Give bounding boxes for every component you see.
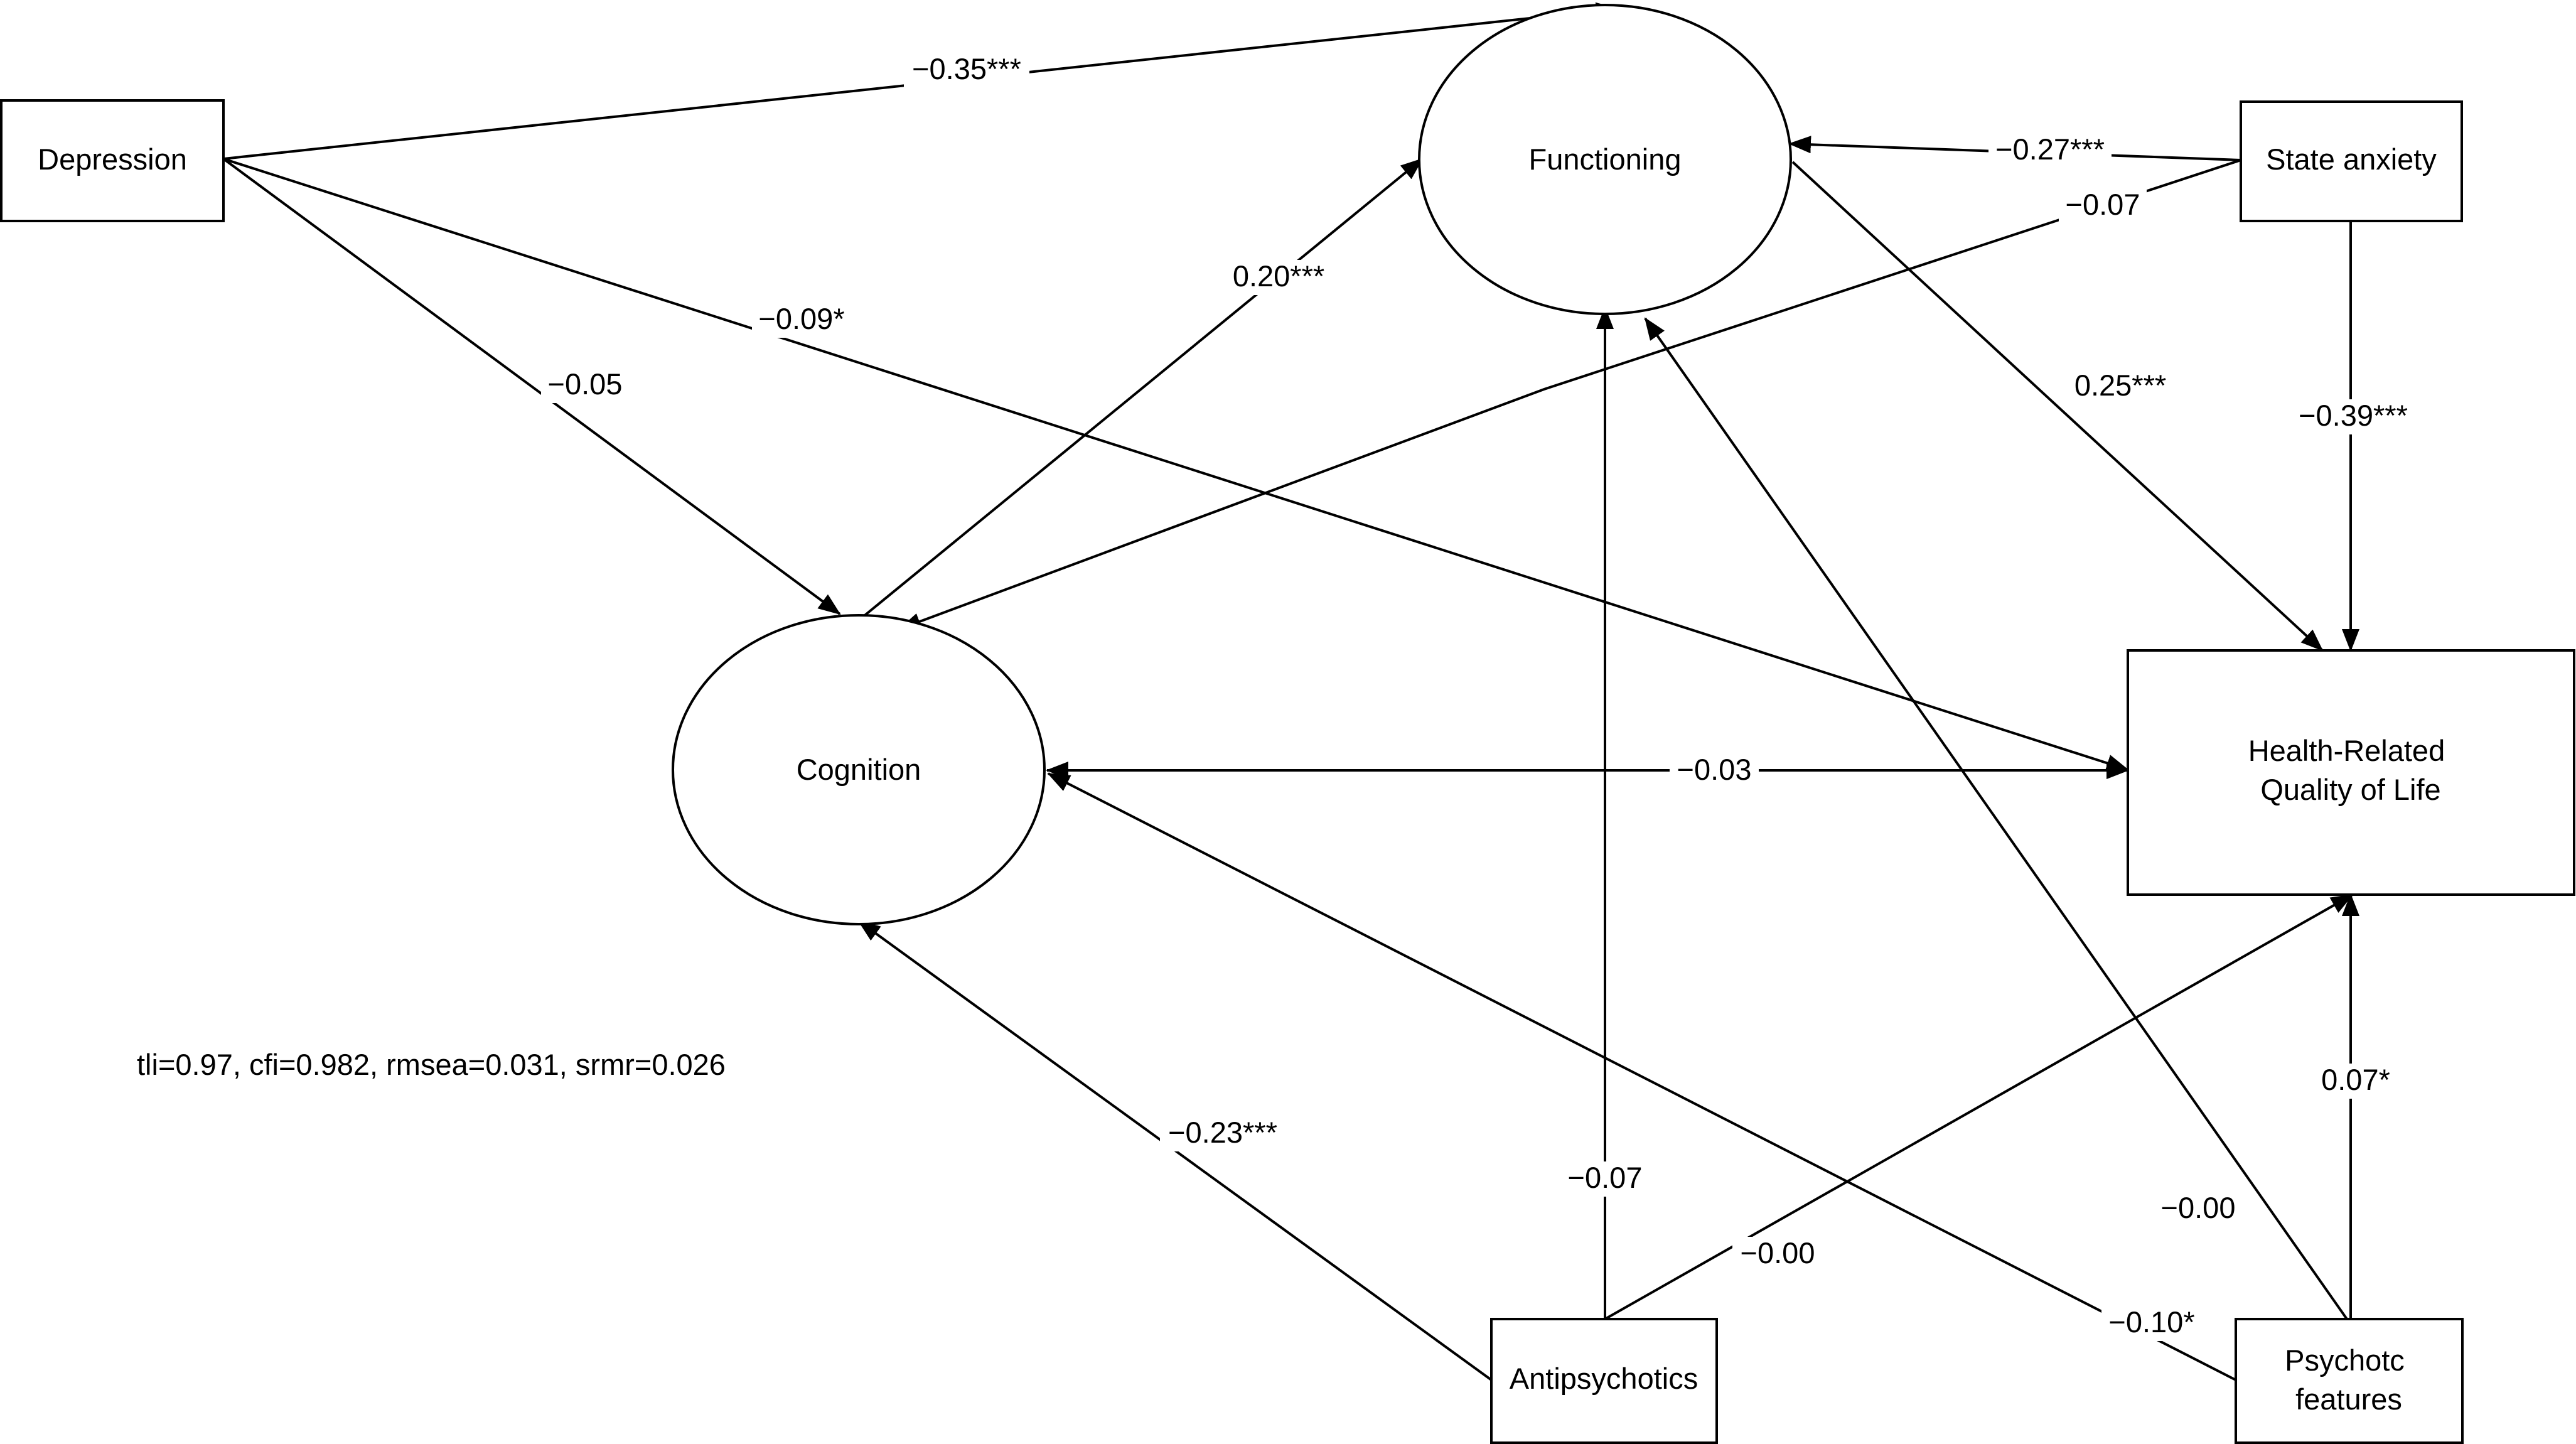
coef-label: −0.00 <box>2161 1191 2236 1224</box>
coef-label: 0.07* <box>2321 1063 2390 1096</box>
label-antipsychotics-hrqol: −0.00 <box>1732 1236 1823 1272</box>
node-label: Cognition <box>797 753 921 786</box>
node-functioning: Functioning <box>1418 4 1792 315</box>
label-depression-hrqol: −0.09* <box>752 302 851 338</box>
node-psychotic-features: Psychotc features <box>2235 1318 2464 1444</box>
node-cognition: Cognition <box>672 614 1046 925</box>
node-label: State anxiety <box>2266 143 2437 176</box>
coef-label: −0.10* <box>2108 1305 2194 1339</box>
coef-label: −0.27*** <box>1995 132 2105 166</box>
edge-depression-cognition <box>222 158 841 615</box>
edges-layer <box>222 2 2359 1381</box>
node-label: Psychotc features <box>2285 1344 2413 1416</box>
edge-cognition-functioning <box>857 158 1424 622</box>
coef-label: −0.00 <box>1741 1236 1815 1269</box>
node-label-line: Quality of Life <box>2260 773 2440 806</box>
edge-functioning-hrqol <box>1791 161 2324 652</box>
label-depression-cognition: −0.05 <box>541 367 629 403</box>
node-antipsychotics: Antipsychotics <box>1490 1318 1718 1444</box>
node-label: Antipsychotics <box>1510 1362 1698 1395</box>
label-stateanxiety-cognition: −0.07 <box>2059 188 2147 224</box>
coef-label: −0.23*** <box>1168 1116 1277 1149</box>
edge-labels-layer: −0.35*** −0.05 −0.09* −0.27*** −0.07 −0.… <box>541 52 2415 1341</box>
label-depression-functioning: −0.35*** <box>904 52 1029 88</box>
node-hrqol: Health-Related Quality of Life <box>2127 649 2575 896</box>
node-label: Functioning <box>1529 143 1682 176</box>
coef-label: 0.25*** <box>2074 369 2166 402</box>
coef-label: −0.03 <box>1677 753 1752 786</box>
nodes-layer: Depression State anxiety Functioning Cog… <box>0 4 2575 1444</box>
label-psychotic-functioning: −0.00 <box>2153 1191 2243 1227</box>
node-label: Health-Related Quality of Life <box>2248 734 2454 806</box>
coef-label: −0.07 <box>2066 188 2140 221</box>
label-cognition-functioning: 0.20*** <box>1225 259 1332 295</box>
coef-label: 0.20*** <box>1233 259 1324 293</box>
coef-label: −0.07 <box>1568 1161 1643 1194</box>
label-psychotic-hrqol: 0.07* <box>2316 1063 2395 1099</box>
node-label: Depression <box>38 143 187 176</box>
label-psychotic-cognition: −0.10* <box>2101 1305 2202 1341</box>
node-label-line: Psychotc <box>2285 1344 2405 1377</box>
node-label-line: Health-Related <box>2248 734 2445 767</box>
coef-label: −0.39*** <box>2299 399 2408 432</box>
label-stateanxiety-hrqol: −0.39*** <box>2291 399 2415 434</box>
node-depression: Depression <box>0 99 225 222</box>
edge-psychotic-functioning <box>1644 317 2348 1320</box>
model-fit-indices: tli=0.97, cfi=0.982, rmsea=0.031, srmr=0… <box>137 1048 726 1081</box>
node-state-anxiety: State anxiety <box>2240 100 2463 222</box>
node-label-line: features <box>2295 1382 2402 1416</box>
label-antipsychotics-functioning: −0.07 <box>1559 1161 1651 1197</box>
edge-depression-hrqol <box>223 158 2129 772</box>
edge-stateanxiety-cognition <box>898 159 2241 630</box>
label-cognition-hrqol: −0.03 <box>1670 753 1759 787</box>
label-functioning-hrqol: 0.25*** <box>2066 369 2174 404</box>
coef-label: −0.09* <box>758 302 844 335</box>
label-stateanxiety-functioning: −0.27*** <box>1988 132 2112 167</box>
coef-label: −0.35*** <box>912 52 1021 85</box>
edge-antipsychotics-hrqol <box>1604 893 2354 1320</box>
label-antipsychotics-cognition: −0.23*** <box>1160 1116 1285 1151</box>
edge-psychotic-cognition <box>1047 772 2236 1381</box>
coef-label: −0.05 <box>548 367 623 401</box>
